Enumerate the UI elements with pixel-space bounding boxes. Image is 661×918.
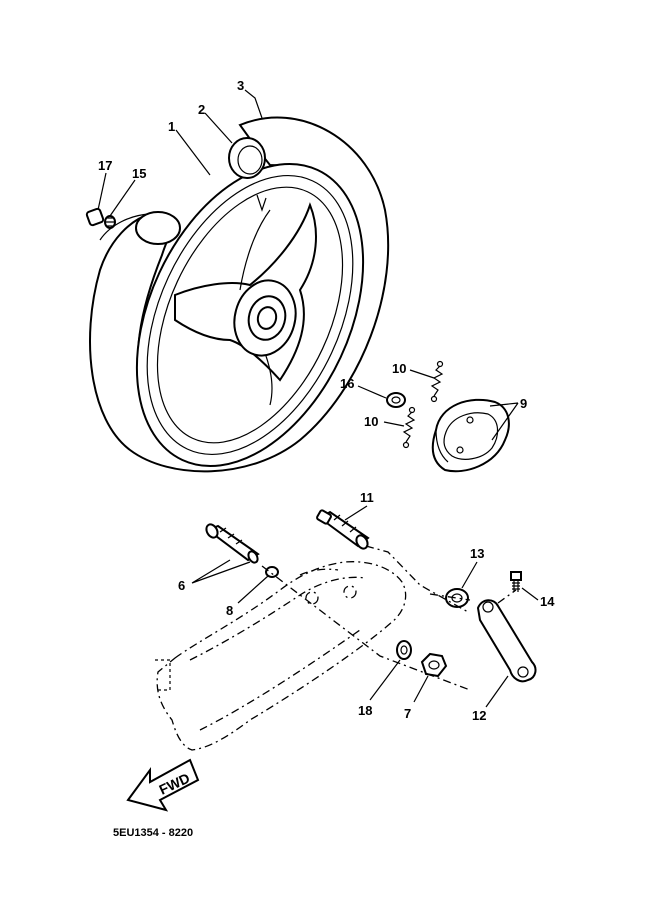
callout-2: 2 (198, 102, 205, 117)
callout-8: 8 (226, 603, 233, 618)
callout-10-lower: 10 (364, 414, 378, 429)
brake-spring-lower (402, 406, 416, 449)
valve-nut (85, 207, 105, 227)
callout-14: 14 (540, 594, 555, 609)
rear-axle (205, 523, 260, 564)
camshaft-lever (476, 599, 537, 683)
bolt-14 (510, 571, 522, 592)
leader-lines (97, 89, 539, 708)
callouts: 1 2 3 6 7 8 9 10 10 11 12 13 14 15 17 16… (98, 78, 555, 723)
axle-nut-7 (420, 652, 448, 678)
drawing-code: 5EU1354 - 8220 (113, 827, 193, 839)
axle-washer-8 (265, 566, 279, 578)
callout-10-upper: 10 (392, 361, 406, 376)
callout-11: 11 (360, 490, 374, 505)
callout-13: 13 (470, 546, 484, 561)
callout-16: 17 (98, 158, 112, 173)
washer-13 (445, 588, 469, 608)
callout-1: 1 (168, 119, 175, 134)
callout-9: 9 (520, 396, 527, 411)
brake-spring-upper (430, 360, 444, 403)
callout-15: 15 (132, 166, 146, 181)
brake-shoe-set (431, 398, 510, 473)
callout-3: 3 (237, 78, 244, 93)
washer-18 (396, 640, 412, 660)
brake-camshaft (316, 509, 370, 550)
valve-cap-part (228, 137, 266, 179)
transmission-case-outline (155, 561, 407, 751)
callout-18: 18 (358, 703, 372, 718)
callout-6: 6 (178, 578, 185, 593)
assembly-centerlines (261, 545, 517, 691)
rim (135, 162, 365, 468)
washer-16 (386, 392, 406, 408)
callout-12: 12 (472, 708, 486, 723)
valve-washer (104, 215, 116, 229)
forward-arrow: FWD (126, 758, 200, 812)
callout-16-washer: 16 (340, 376, 354, 391)
callout-7: 7 (404, 706, 411, 721)
